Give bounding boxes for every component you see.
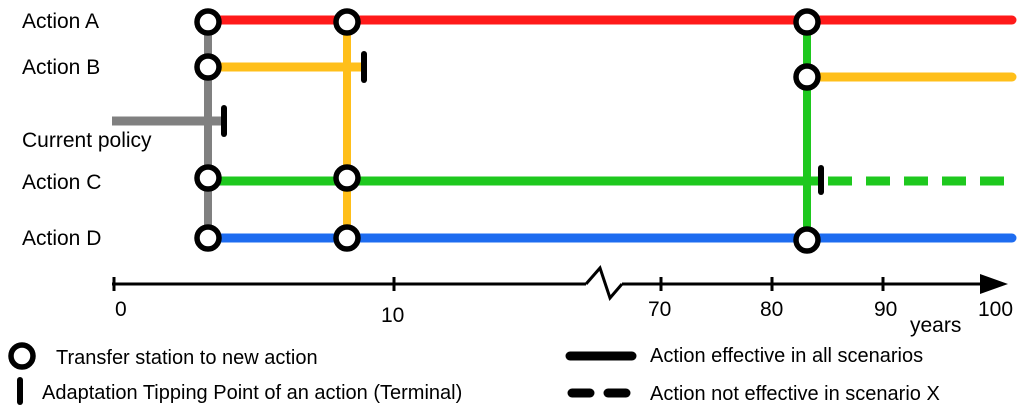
tick-label: 10 <box>381 304 404 327</box>
tick-label: 80 <box>760 298 783 321</box>
transfer-station <box>194 8 222 36</box>
transfer-station <box>793 8 821 36</box>
legend-tipping-label: Adaptation Tipping Point of an action (T… <box>42 382 462 404</box>
label-current-policy: Current policy <box>22 129 152 152</box>
legend-transfer-icon <box>8 342 36 370</box>
time-axis <box>112 265 1008 301</box>
label-action-d: Action D <box>22 227 101 250</box>
axis-arrowhead <box>980 274 1008 294</box>
transfer-station <box>333 224 361 252</box>
legend-not-effective-label: Action not effective in scenario X <box>650 383 940 405</box>
label-action-c: Action C <box>22 171 101 194</box>
transfer-station <box>194 53 222 81</box>
legend-transfer-label: Transfer station to new action <box>56 347 318 369</box>
tick-label: 70 <box>648 298 671 321</box>
tick-label: 100 <box>978 298 1013 321</box>
transfer-station <box>194 164 222 192</box>
label-action-b: Action B <box>22 56 100 79</box>
transfer-station <box>333 8 361 36</box>
legend-effective-label: Action effective in all scenarios <box>650 345 923 367</box>
legend: Transfer station to new action Adaptatio… <box>8 342 940 405</box>
label-action-a: Action A <box>22 10 99 33</box>
transfer-station <box>793 226 821 254</box>
axis-unit-label: years <box>910 314 961 337</box>
transfer-station <box>194 224 222 252</box>
transfer-station <box>333 164 361 192</box>
transfer-station <box>793 63 821 91</box>
axis-break <box>584 265 624 301</box>
tick-label: 90 <box>874 298 897 321</box>
tick-label: 0 <box>115 298 127 321</box>
